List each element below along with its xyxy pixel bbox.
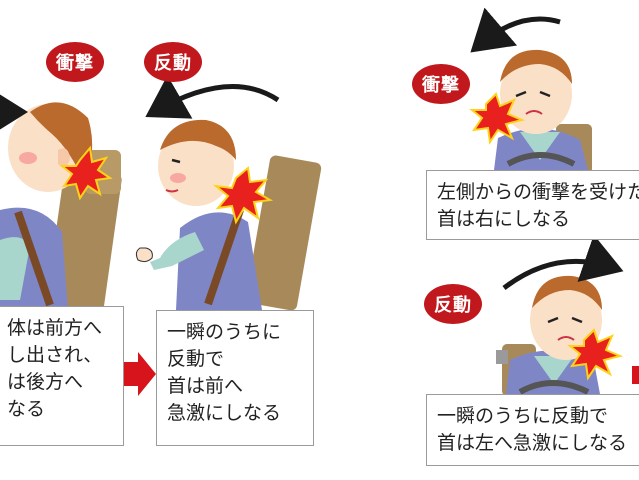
impact-burst [212, 166, 274, 225]
hair [30, 102, 93, 182]
hair [500, 49, 572, 84]
steering-wheel [518, 380, 590, 395]
mouth [525, 110, 543, 115]
caption-box-side-impact: 左側からの衝撃を受けた 首は右にしなる [426, 170, 639, 240]
impact-burst [59, 145, 113, 201]
hand [135, 247, 153, 263]
caption-line: 首は右にしなる [437, 208, 571, 230]
caption-line: 左側からの衝撃を受けた [437, 181, 639, 203]
caption-line: は後方へ [7, 371, 84, 393]
impact-badge-front: 衝撃 [46, 42, 104, 82]
cheek [19, 152, 37, 164]
impact-burst [469, 92, 526, 145]
head [500, 54, 572, 134]
mouth [165, 189, 179, 193]
cheek [170, 173, 186, 183]
flow-arrow-edge-icon [632, 366, 639, 384]
rebound-badge-front: 反動 [144, 42, 202, 82]
collar [520, 132, 560, 160]
arm [0, 237, 30, 300]
caption-line: 首は前へ [167, 375, 244, 397]
impact-burst [567, 328, 624, 381]
arm [150, 232, 204, 270]
caption-box-front-impact: 体は前方へ し出され、 は後方へ なる [0, 306, 124, 446]
eyes [547, 316, 583, 324]
caption-line: なる [7, 398, 46, 420]
impact-badge-side: 衝撃 [412, 64, 470, 104]
caption-line: 急激にしなる [167, 402, 282, 424]
motion-arrow-left-icon [470, 7, 561, 53]
caption-line: 反動で [167, 348, 225, 370]
hair [160, 119, 236, 160]
figure-side-rebound [496, 234, 624, 396]
caption-line: 一瞬のうちに [167, 321, 282, 343]
headrest-post [496, 350, 508, 364]
flow-arrow-icon [122, 352, 156, 396]
figure-front-rebound [135, 75, 322, 311]
caption-line: 体は前方へ [7, 317, 103, 339]
caption-line: 一瞬のうちに反動で [437, 405, 609, 427]
eye [171, 158, 181, 164]
ear [58, 148, 70, 166]
caption-line: 首は左へ急激にしなる [437, 432, 628, 454]
mouth [557, 336, 575, 341]
figure-side-impact [469, 7, 592, 174]
eyes [515, 90, 551, 98]
caption-box-side-rebound: 一瞬のうちに反動で 首は左へ急激にしなる [426, 394, 639, 466]
collar [534, 356, 574, 384]
seat-back [245, 155, 322, 311]
motion-arrow-back-icon [145, 75, 280, 119]
hair [532, 275, 602, 310]
seatbelt [14, 210, 54, 307]
caption-box-front-rebound: 一瞬のうちに 反動で 首は前へ 急激にしなる [156, 310, 314, 446]
caption-line: し出され、 [7, 344, 103, 366]
steering-wheel [506, 152, 576, 167]
figure-front-impact [0, 87, 122, 313]
rebound-badge-side: 反動 [424, 284, 482, 324]
motion-arrow-right-curved-icon [502, 234, 624, 290]
